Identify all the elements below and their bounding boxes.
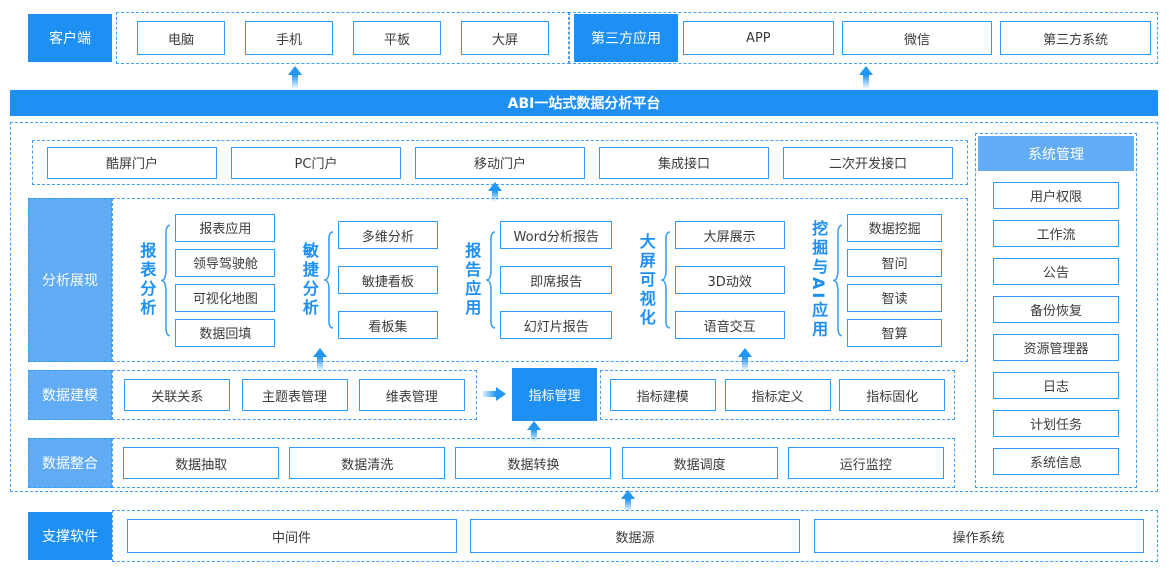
platform-container	[10, 122, 1158, 492]
item-scheduled-tasks: 计划任务	[993, 410, 1119, 437]
group-name: 挖掘与AI应用	[809, 220, 829, 340]
item-operating-system: 操作系统	[813, 519, 1144, 553]
brace-icon	[832, 223, 844, 338]
item-adhoc-report: 即席报告	[500, 266, 613, 294]
group-name: 报表分析	[137, 242, 157, 318]
item-multidim-analysis: 多维分析	[337, 221, 438, 249]
item-word-report: Word分析报告	[500, 221, 613, 249]
arrow-up-to-portals-icon	[488, 182, 502, 201]
arrow-up-to-third-party-icon	[859, 66, 873, 88]
item-metric-modeling: 指标建模	[609, 379, 716, 411]
item-logs: 日志	[993, 372, 1119, 399]
analysis-group-mining-ai: 挖掘与AI应用 数据挖掘 智问 智读 智算	[809, 213, 943, 347]
support-group: 中间件 数据源 操作系统	[112, 510, 1158, 562]
group-name: 敏捷分析	[299, 242, 319, 318]
item-metric-definition: 指标定义	[724, 379, 831, 411]
item-bigscreen-show: 大屏展示	[674, 221, 785, 249]
brace-icon	[323, 230, 335, 330]
client-item-pc: 电脑	[137, 21, 225, 55]
item-visual-map: 可视化地图	[175, 283, 276, 312]
item-metric-solidify: 指标固化	[839, 379, 946, 411]
item-data-backfill: 数据回填	[175, 318, 276, 347]
analysis-content: 报表分析 报表应用 领导驾驶舱 可视化地图 数据回填 敏捷分析 多维分析 敏捷看…	[112, 198, 968, 362]
analysis-group-agile-analysis: 敏捷分析 多维分析 敏捷看板 看板集	[300, 221, 438, 339]
brace-icon	[485, 230, 497, 330]
item-system-info: 系统信息	[993, 448, 1119, 475]
analysis-group-report-application: 报告应用 Word分析报告 即席报告 幻灯片报告	[462, 221, 613, 339]
item-backup-restore: 备份恢复	[993, 296, 1119, 323]
item-workflow: 工作流	[993, 220, 1119, 247]
brace-icon	[660, 230, 672, 330]
third-party-item-wechat: 微信	[841, 21, 993, 55]
third-party-item-system: 第三方系统	[1000, 21, 1152, 55]
item-agile-board: 敏捷看板	[337, 266, 438, 294]
item-dim-table-mgmt: 维表管理	[358, 379, 465, 411]
group-name: 报告应用	[462, 242, 482, 318]
item-data-clean: 数据清洗	[289, 447, 446, 479]
client-item-bigscreen: 大屏	[461, 21, 549, 55]
portal-cool-screen: 酷屏门户	[47, 146, 217, 179]
analysis-group-report-analysis: 报表分析 报表应用 领导驾驶舱 可视化地图 数据回填	[137, 213, 276, 347]
client-section-label: 客户端	[28, 14, 112, 62]
client-item-phone: 手机	[245, 21, 333, 55]
item-relations: 关联关系	[124, 379, 231, 411]
portal-secondary-dev-api: 二次开发接口	[783, 146, 953, 179]
third-party-section-label: 第三方应用	[574, 14, 678, 62]
item-board-set: 看板集	[337, 311, 438, 339]
item-data-schedule: 数据调度	[621, 447, 778, 479]
modeling-section-label: 数据建模	[28, 370, 112, 420]
third-party-group: APP 微信 第三方系统	[568, 12, 1158, 64]
item-slide-report: 幻灯片报告	[500, 311, 613, 339]
group-name: 大屏可视化	[636, 232, 656, 328]
system-management-panel: 系统管理 用户权限 工作流 公告 备份恢复 资源管理器 日志 计划任务 系统信息	[975, 133, 1137, 488]
item-voice-interaction: 语音交互	[674, 311, 785, 339]
item-subject-table-mgmt: 主题表管理	[241, 379, 348, 411]
arrow-up-to-client-icon	[288, 66, 302, 88]
item-announcement: 公告	[993, 258, 1119, 285]
item-data-transform: 数据转换	[455, 447, 612, 479]
metric-management-box: 指标管理	[512, 368, 597, 421]
client-item-tablet: 平板	[353, 21, 441, 55]
portal-pc: PC门户	[231, 146, 401, 179]
analysis-section-label: 分析展现	[28, 198, 112, 362]
platform-banner: ABI一站式数据分析平台	[10, 90, 1158, 116]
support-section-label: 支撑软件	[28, 512, 112, 560]
arrow-up-from-support-icon	[621, 490, 635, 511]
item-report-app: 报表应用	[175, 213, 276, 242]
portal-row: 酷屏门户 PC门户 移动门户 集成接口 二次开发接口	[32, 140, 968, 185]
brace-icon	[160, 223, 172, 338]
arrow-right-to-metric-icon	[483, 387, 506, 401]
arrow-up-to-metric-icon	[527, 421, 541, 441]
system-management-header: 系统管理	[978, 136, 1134, 171]
arrow-up-to-analysis-left-icon	[313, 348, 327, 370]
item-leader-cockpit: 领导驾驶舱	[175, 248, 276, 277]
item-3d-effects: 3D动效	[674, 266, 785, 294]
item-data-extract: 数据抽取	[123, 447, 280, 479]
item-smart-compute: 智算	[847, 318, 943, 347]
analysis-group-bigscreen-visualization: 大屏可视化 大屏展示 3D动效 语音交互	[637, 221, 785, 339]
third-party-item-app: APP	[683, 21, 834, 55]
item-data-source: 数据源	[470, 519, 800, 553]
item-resource-manager: 资源管理器	[993, 334, 1119, 361]
item-middleware: 中间件	[126, 519, 457, 553]
item-user-permissions: 用户权限	[993, 182, 1119, 209]
item-run-monitor: 运行监控	[787, 447, 944, 479]
portal-integration-api: 集成接口	[599, 146, 769, 179]
item-smart-read: 智读	[847, 283, 943, 312]
modeling-right-group: 指标建模 指标定义 指标固化	[600, 370, 955, 420]
integration-section-label: 数据整合	[28, 438, 112, 488]
client-group: 电脑 手机 平板 大屏	[116, 12, 570, 64]
portal-mobile: 移动门户	[415, 146, 585, 179]
arrow-up-to-analysis-right-icon	[738, 348, 752, 370]
integration-group: 数据抽取 数据清洗 数据转换 数据调度 运行监控	[112, 438, 955, 488]
modeling-left-group: 关联关系 主题表管理 维表管理	[112, 370, 477, 420]
item-data-mining: 数据挖掘	[847, 213, 943, 242]
item-smart-ask: 智问	[847, 248, 943, 277]
